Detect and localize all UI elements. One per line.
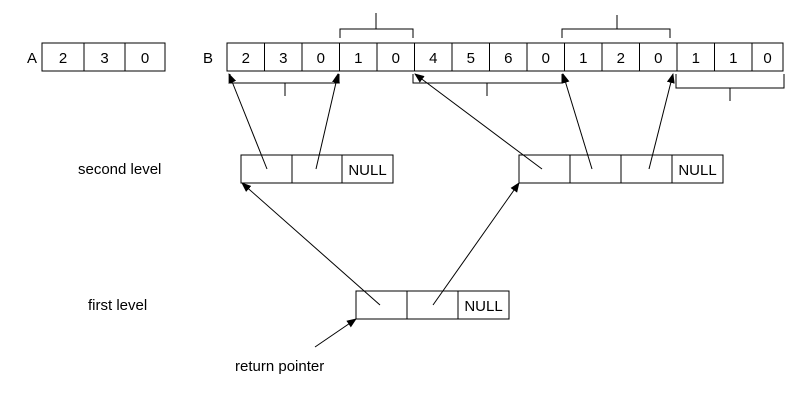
pointer-arrow	[432, 182, 520, 306]
array-b-value: 4	[429, 50, 437, 67]
pointer-cell	[620, 154, 673, 184]
pointer-cell	[291, 154, 343, 184]
array-b-cell	[414, 42, 453, 72]
array-b-value: 0	[763, 50, 771, 67]
array-b-value: 1	[692, 50, 700, 67]
array-b-cell	[676, 42, 715, 72]
array-a-value: 3	[100, 50, 108, 67]
array-b-cell	[714, 42, 753, 72]
array-b-value: 6	[504, 50, 512, 67]
pointer-arrow	[414, 73, 543, 170]
array-b-value: 2	[242, 50, 250, 67]
pointer-cell	[406, 290, 459, 320]
return-pointer-arrow	[314, 318, 357, 348]
null-cell	[457, 290, 510, 320]
array-b-cell	[564, 42, 603, 72]
array-b-value: 1	[579, 50, 587, 67]
pointer-cell	[569, 154, 622, 184]
first-level-label: first level	[88, 297, 147, 314]
group-brace-top	[561, 15, 671, 38]
group-brace-bottom	[229, 74, 340, 96]
array-b-value: 0	[542, 50, 550, 67]
array-a-cell	[41, 42, 85, 72]
array-b-cell	[264, 42, 303, 72]
null-cell	[671, 154, 724, 184]
second-level-label: second level	[78, 161, 161, 178]
array-b-value: 1	[729, 50, 737, 67]
array-a-value: 2	[59, 50, 67, 67]
array-b-value: 1	[354, 50, 362, 67]
array-b-cell	[301, 42, 340, 72]
pointer-cell	[355, 290, 408, 320]
array-b-cell	[339, 42, 378, 72]
array-a: 2 3 0	[41, 42, 166, 72]
array-b-value: 2	[617, 50, 625, 67]
pointer-cell	[518, 154, 571, 184]
first-level-array: NULL	[355, 290, 510, 320]
null-text: NULL	[464, 298, 502, 315]
array-b-cell	[601, 42, 640, 72]
group-brace-bottom	[412, 74, 563, 96]
array-b: 2 3 0 1 0 4 5 6 0 1 2 0 1 1 0	[226, 42, 784, 72]
array-a-value: 0	[141, 50, 149, 67]
pointer-arrow	[648, 73, 675, 170]
array-b-value: 0	[317, 50, 325, 67]
pointer-arrow	[561, 73, 593, 170]
group-brace-top	[339, 13, 414, 38]
array-b-value: 3	[279, 50, 287, 67]
array-b-cell	[376, 42, 415, 72]
array-b-cell	[451, 42, 490, 72]
array-b-cell	[526, 42, 565, 72]
array-a-label: A	[27, 50, 37, 67]
array-b-value: 0	[654, 50, 662, 67]
array-a-cell	[124, 42, 166, 72]
array-a-cell	[83, 42, 126, 72]
null-text: NULL	[348, 162, 386, 179]
pointer-arrow	[228, 73, 268, 170]
pointer-arrow	[315, 73, 340, 170]
array-b-cell	[751, 42, 784, 72]
null-cell	[341, 154, 394, 184]
return-pointer-label: return pointer	[235, 358, 324, 375]
second-level-left-array: NULL	[240, 154, 394, 184]
array-b-value: 5	[467, 50, 475, 67]
array-b-value: 0	[392, 50, 400, 67]
null-text: NULL	[678, 162, 716, 179]
pointer-arrow	[241, 182, 381, 306]
group-brace-bottom	[675, 74, 785, 101]
array-b-label: B	[203, 50, 213, 67]
second-level-right-array: NULL	[518, 154, 724, 184]
